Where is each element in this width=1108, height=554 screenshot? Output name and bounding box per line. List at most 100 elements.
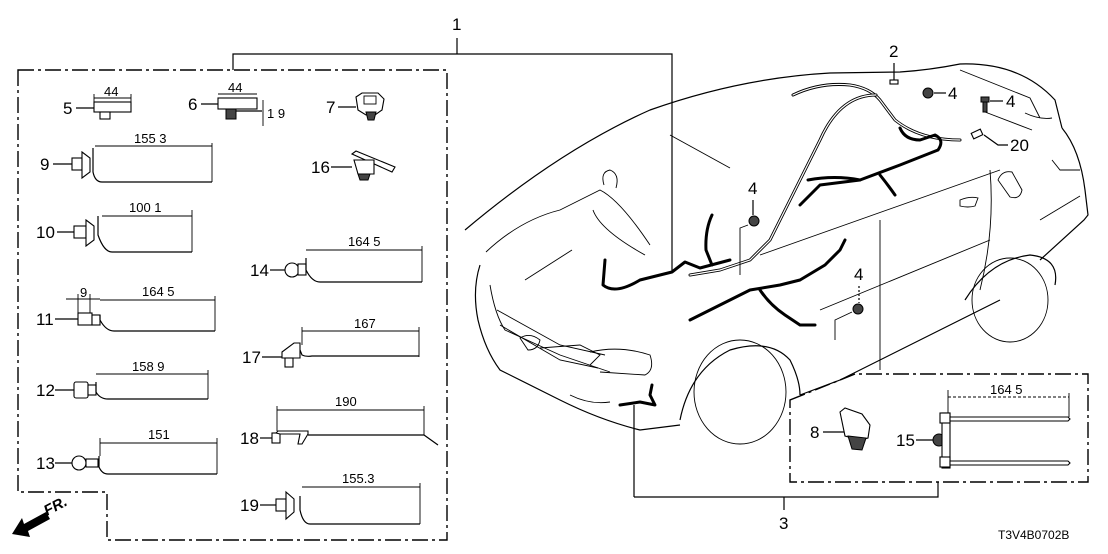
vehicle-rear-glass <box>959 69 1041 119</box>
part-5-label: 5 <box>63 99 72 118</box>
part-6[interactable]: 6 44 1 9 <box>188 80 285 126</box>
callout-4b-label: 4 <box>1006 92 1015 111</box>
callout-2-label: 2 <box>889 42 898 61</box>
vehicle-roof-outline <box>464 63 1063 231</box>
callout-20-group[interactable]: 20 <box>970 128 1029 155</box>
part-11-label: 11 <box>36 310 54 329</box>
part-19[interactable]: 19 155.3 <box>240 471 421 525</box>
part-10-clip-flange <box>85 218 95 248</box>
part-2-connector <box>889 79 899 85</box>
part-17[interactable]: 17 167 <box>242 316 420 368</box>
vehicle-side-mirror <box>602 169 618 189</box>
vehicle-hood-crease <box>592 209 646 256</box>
bolt-4b-shank <box>982 101 988 113</box>
callout-4a-group[interactable]: 4 <box>922 84 957 103</box>
part-8[interactable]: 8 <box>810 407 871 451</box>
vehicle-belt-line <box>759 169 1001 256</box>
part-5-clip-body <box>93 101 132 113</box>
vehicle-trunk-line <box>1024 112 1053 119</box>
part-7-clip-stem <box>365 111 377 121</box>
vehicle-rear-outline <box>1039 127 1089 261</box>
harness-dash-segment <box>601 258 732 291</box>
part-7-clip-detail <box>363 95 377 105</box>
vehicle-headlight-inner <box>539 344 601 366</box>
vehicle-door-character-line <box>819 239 991 311</box>
part-16-clip <box>353 159 375 175</box>
part-19-label: 19 <box>240 496 259 515</box>
part-6-dim-height: 1 9 <box>267 106 285 121</box>
vehicle-tail-light <box>1051 159 1080 171</box>
vehicle-windshield-edge <box>669 134 731 169</box>
part-12-dim: 158 9 <box>132 359 165 374</box>
part-14-clip-head <box>284 262 300 278</box>
part-9-clip-flange <box>81 150 91 180</box>
part-14[interactable]: 14 164 5 <box>250 234 423 283</box>
vehicle-door-handle <box>959 196 979 208</box>
part-11-clip-head <box>77 312 93 326</box>
callout-4d-group[interactable]: 4 <box>834 265 864 340</box>
part-17-label: 17 <box>242 348 261 367</box>
part-15-tie-head <box>939 412 951 424</box>
bolt-4b-icon <box>980 96 990 103</box>
part-11[interactable]: 11 9 164 5 <box>36 284 216 332</box>
part-19-clip-head <box>275 498 287 512</box>
vehicle-grille-outline <box>489 284 611 373</box>
callout-1-group: 1 <box>232 15 673 272</box>
callout-1-bracket <box>232 53 673 272</box>
vehicle-fog-light <box>569 394 611 404</box>
callout-3-bracket <box>634 482 939 498</box>
bolt-4c-icon <box>748 215 760 227</box>
vehicle-fuel-door <box>997 171 1023 199</box>
part-14-band <box>305 258 422 283</box>
part-13-band <box>98 456 217 475</box>
part-13-label: 13 <box>36 454 55 473</box>
part-6-clip-stem <box>225 108 237 120</box>
part-11-dim-width: 9 <box>80 285 87 300</box>
part-10[interactable]: 10 100 1 <box>36 200 193 253</box>
part-18-clip-head <box>271 432 281 444</box>
part-19-clip-flange <box>285 490 295 521</box>
part-13-clip-head <box>71 455 87 471</box>
callout-4c-group[interactable]: 4 <box>739 179 760 275</box>
part-6-clip-body <box>217 97 258 110</box>
vehicle-hood-line <box>485 189 651 253</box>
part-16[interactable]: 16 <box>311 150 396 181</box>
part-13[interactable]: 13 151 <box>36 427 218 475</box>
part-14-dim: 164 5 <box>348 234 381 249</box>
part-11-dim: 164 5 <box>142 284 175 299</box>
part-18-bracket <box>274 430 309 445</box>
callout-3-group: 3 <box>634 482 939 533</box>
callout-3-label: 3 <box>779 514 788 533</box>
part-12[interactable]: 12 158 9 <box>36 359 209 400</box>
part-7[interactable]: 7 <box>326 92 385 121</box>
callout-20-leader <box>983 134 1008 146</box>
part-20-clip <box>970 128 984 140</box>
part-17-clip <box>281 342 301 359</box>
part-10-band <box>97 216 192 253</box>
vehicle-emblem <box>519 335 541 351</box>
vehicle-trunk-edge <box>984 111 1033 131</box>
vehicle-front-wheel <box>693 339 787 445</box>
part-8-clip <box>839 407 871 441</box>
part-14-clip-base <box>297 263 307 276</box>
harness-a-pillar-segment <box>688 93 878 277</box>
callout-4a-label: 4 <box>948 84 957 103</box>
kit-3-boundary <box>789 373 1089 483</box>
part-9[interactable]: 9 155 3 <box>40 131 213 183</box>
part-7-label: 7 <box>326 98 335 117</box>
part-5[interactable]: 5 44 <box>63 84 132 120</box>
front-direction-indicator: FR. <box>12 493 70 537</box>
vehicle-rocker-line <box>799 299 1001 396</box>
part-12-band <box>95 382 208 400</box>
harness-floor-segment <box>688 238 847 322</box>
vehicle-hood-crease <box>524 249 573 281</box>
part-12-label: 12 <box>36 381 55 400</box>
vehicle-illustration <box>464 63 1089 445</box>
callout-2-group[interactable]: 2 <box>889 42 899 85</box>
part-12-clip-base <box>87 384 97 396</box>
part-11-band <box>99 315 215 332</box>
part-15[interactable]: 15 164 5 <box>896 382 1071 469</box>
part-18[interactable]: 18 190 <box>240 394 439 448</box>
callout-1-label: 1 <box>452 15 461 34</box>
callout-4b-group[interactable]: 4 <box>980 92 1015 113</box>
